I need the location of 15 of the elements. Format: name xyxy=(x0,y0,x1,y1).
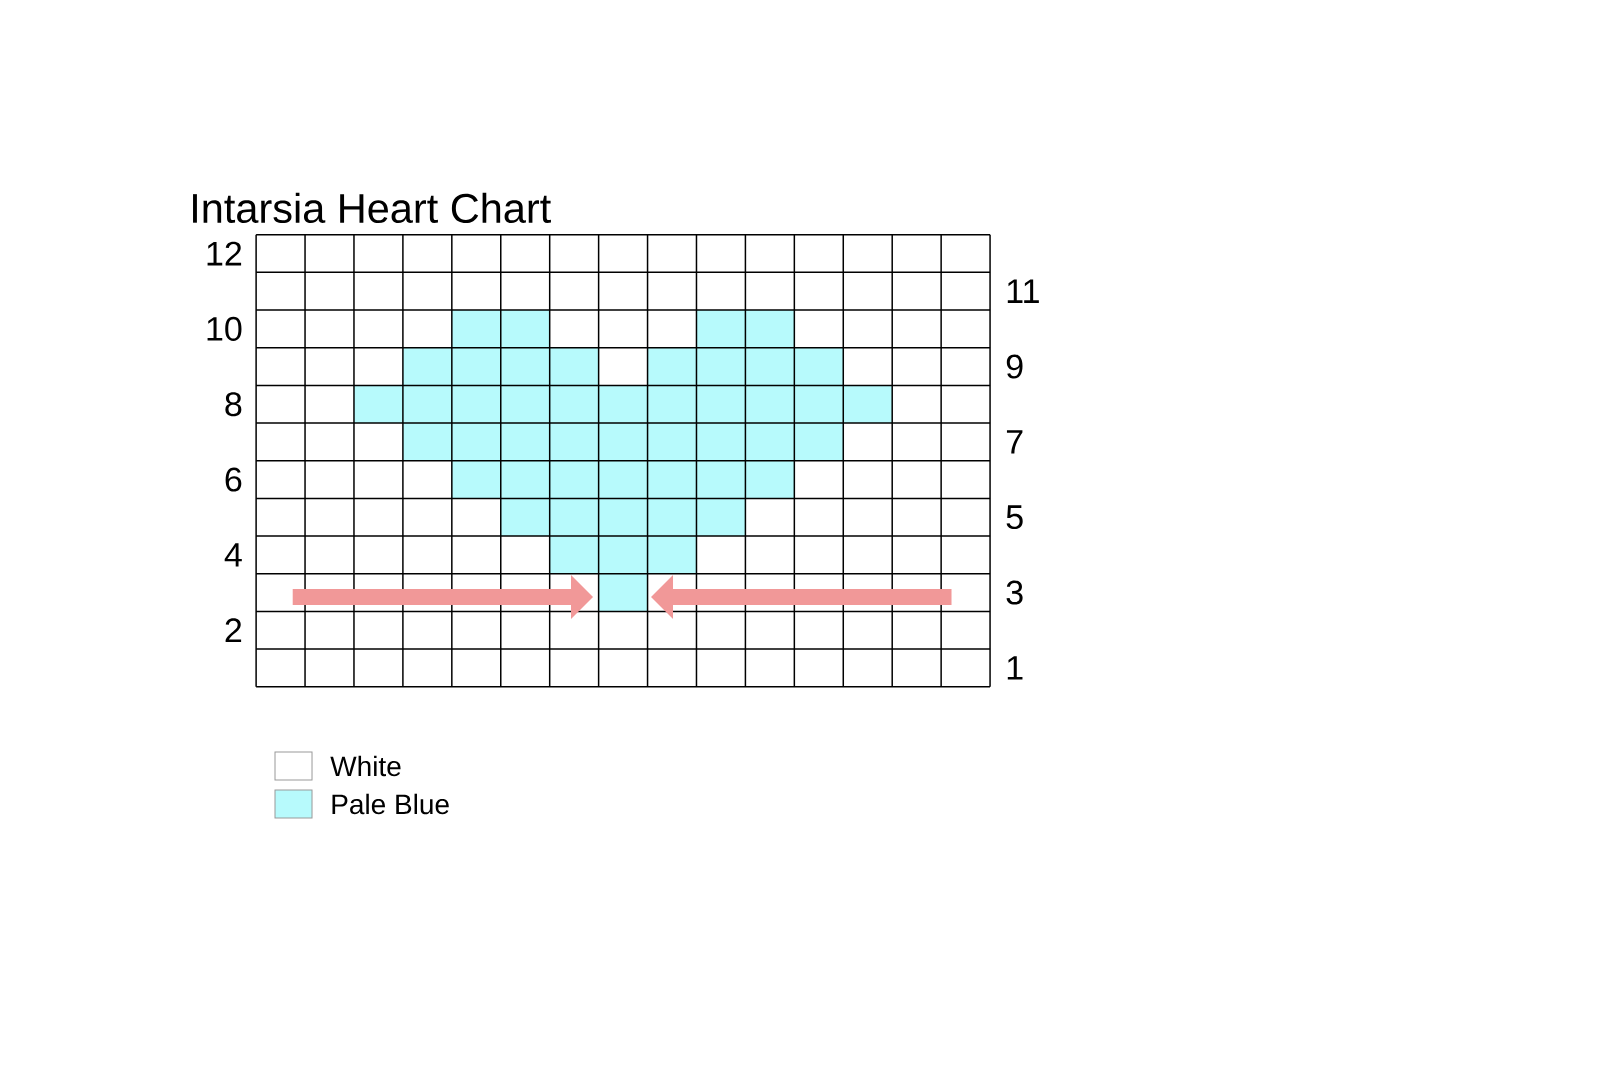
row-number: 2 xyxy=(225,618,242,643)
row-number: 3 xyxy=(1006,580,1023,605)
row-number: 10 xyxy=(207,316,242,341)
row-number: 7 xyxy=(1006,430,1023,454)
legend-label: White xyxy=(330,755,401,777)
row-number: 12 xyxy=(207,241,242,266)
legend-label: Pale Blue xyxy=(332,793,449,815)
row-number: 8 xyxy=(225,392,242,417)
row-number: 6 xyxy=(225,467,242,492)
row-number: 5 xyxy=(1006,505,1023,530)
chart-title: Intarsia Heart Chart xyxy=(193,192,551,224)
row-number: 4 xyxy=(224,543,242,567)
row-number: 1 xyxy=(1007,656,1023,680)
row-number: 9 xyxy=(1006,354,1023,379)
row-number: 11 xyxy=(1007,279,1039,303)
